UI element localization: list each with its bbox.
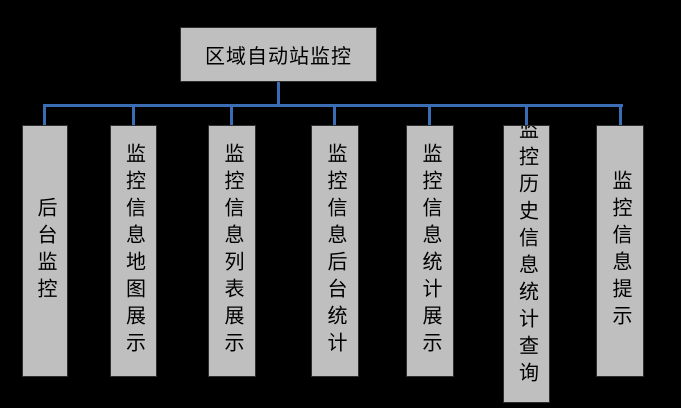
node-label: 监控信息后台统计 [324,143,346,359]
node-monitoring-info-backend-statistics: 监控信息后台统计 [311,125,359,377]
node-backend-monitoring: 后台监控 [22,125,68,377]
root-node-regional-auto-station-monitoring: 区域自动站监控 [180,27,377,82]
connector-drop-6 [525,104,528,126]
connector-root-stem [277,82,280,107]
connector-drop-4 [333,104,336,126]
node-monitoring-info-alert: 监控信息提示 [596,125,644,377]
node-monitoring-info-list-display: 监控信息列表展示 [208,125,256,377]
node-label: 后台监控 [34,197,56,305]
node-label: 监控信息地图展示 [122,143,145,359]
node-monitoring-info-statistics-display: 监控信息统计展示 [406,125,454,377]
node-label: 监控历史信息统计查询 [515,125,538,389]
node-label: 监控信息列表展示 [221,143,243,359]
connector-drop-5 [428,104,431,126]
connector-drop-1 [43,104,46,126]
connector-drop-2 [132,104,135,126]
root-node-label: 区域自动站监控 [205,46,352,68]
connector-drop-3 [230,104,233,126]
node-label: 监控信息提示 [609,170,631,332]
node-label: 监控信息统计展示 [419,143,441,359]
connector-drop-7 [619,104,622,126]
node-monitoring-history-info-statistics-query: 监控历史信息统计查询 [503,125,550,403]
node-monitoring-info-map-display: 监控信息地图展示 [110,125,157,377]
